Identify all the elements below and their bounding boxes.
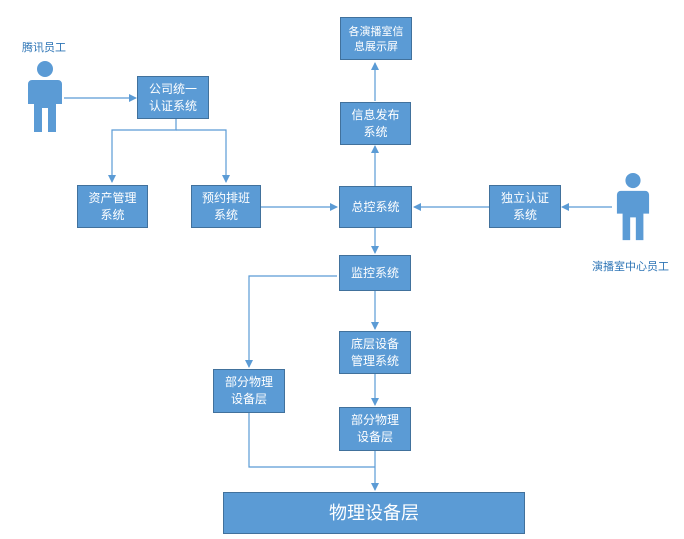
unified-auth-system: 公司统一 认证系统 — [137, 76, 209, 119]
tencent-staff-person-icon — [28, 61, 62, 132]
independent-auth-system-label: 独立认证 系统 — [500, 190, 549, 222]
info-publish-system: 信息发布 系统 — [340, 102, 411, 145]
partial-physical-layer-left-label: 部分物理 设备层 — [224, 375, 273, 406]
monitoring-system-label: 监控系统 — [350, 265, 399, 280]
monitoring-system: 监控系统 — [339, 255, 411, 291]
display-screens: 各演播室信 息展示屏 — [340, 17, 412, 60]
partial-physical-layer-left: 部分物理 设备层 — [213, 369, 285, 413]
unified-auth-system-label: 公司统一 认证系统 — [148, 81, 197, 113]
independent-auth-system: 独立认证 系统 — [489, 185, 561, 228]
info-publish-system-label: 信息发布 系统 — [351, 107, 400, 139]
edge-auth-to-schedule — [176, 129, 230, 183]
tencent-staff-label: 腾讯员工 — [22, 41, 66, 54]
physical-device-layer-label: 物理设备层 — [329, 502, 419, 524]
asset-management-system-label: 资产管理 系统 — [88, 190, 137, 222]
studio-staff-person-icon — [616, 172, 650, 241]
device-management-system-label: 底层设备 管理系统 — [350, 336, 399, 368]
device-management-system: 底层设备 管理系统 — [339, 331, 411, 374]
partial-physical-layer-right-label: 部分物理 设备层 — [350, 413, 399, 444]
partial-physical-layer-right: 部分物理 设备层 — [339, 407, 411, 451]
studio-staff-label: 演播室中心员工 — [592, 260, 669, 273]
edge-monitor-to-partial-left — [245, 275, 337, 368]
edge-partial-left-to-physical — [248, 413, 375, 468]
master-control-system: 总控系统 — [339, 186, 412, 228]
scheduling-system: 预约排班 系统 — [191, 185, 261, 228]
scheduling-system-label: 预约排班 系统 — [201, 190, 250, 222]
display-screens-label: 各演播室信 息展示屏 — [348, 24, 404, 53]
asset-management-system: 资产管理 系统 — [77, 185, 148, 228]
edge-auth-to-asset — [108, 119, 177, 183]
master-control-system-label: 总控系统 — [351, 199, 400, 214]
physical-device-layer: 物理设备层 — [223, 492, 525, 534]
